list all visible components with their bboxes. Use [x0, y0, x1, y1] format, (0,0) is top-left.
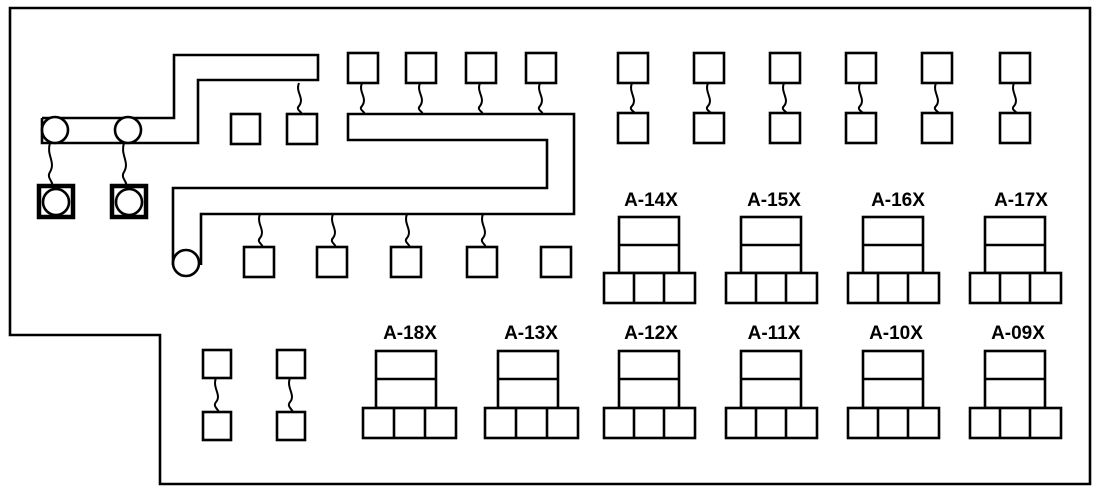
- circle-connector: [171, 248, 201, 278]
- relay-A-14X: A-14X: [602, 190, 697, 305]
- fuse: [404, 51, 438, 85]
- relay-A-11X: A-11X: [724, 323, 819, 440]
- fuse: [242, 245, 276, 279]
- fuse: [229, 112, 262, 146]
- relay-A-16X: A-16X: [846, 190, 941, 305]
- fuse: [768, 111, 802, 145]
- relay-label: A-17X: [994, 190, 1048, 211]
- relay-A-15X: A-15X: [724, 190, 819, 305]
- fuse: [768, 51, 802, 85]
- fuse: [275, 410, 307, 442]
- relay-label: A-15X: [747, 190, 801, 211]
- fuse: [616, 111, 650, 145]
- fuse: [692, 51, 726, 85]
- relay-A-17X: A-17X: [968, 190, 1063, 305]
- relay-A-09X: A-09X: [968, 323, 1063, 440]
- trace-paths: [40, 53, 576, 265]
- relay-label: A-16X: [871, 190, 925, 211]
- fuse: [346, 51, 380, 85]
- wires: [213, 82, 1018, 413]
- circle-connector: [114, 187, 144, 217]
- relay-A-13X: A-13X: [483, 323, 580, 440]
- relay-A-10X: A-10X: [846, 323, 941, 440]
- fuse: [998, 111, 1032, 145]
- fuse: [275, 348, 307, 380]
- fuse: [692, 111, 726, 145]
- circle-connector: [40, 115, 70, 145]
- relay-label: A-14X: [624, 190, 678, 211]
- relay-label: A-11X: [748, 323, 801, 344]
- fuse: [844, 111, 878, 145]
- relay-label: A-10X: [869, 323, 923, 344]
- fuse: [616, 51, 650, 85]
- circle-connector: [41, 187, 71, 217]
- circle-connectors: [36, 115, 201, 278]
- fuse: [998, 51, 1032, 85]
- fuse: [315, 245, 349, 279]
- relay-A-12X: A-12X: [602, 323, 697, 440]
- circle-connector: [113, 115, 143, 145]
- fuse: [465, 245, 499, 279]
- housing-outline: [8, 6, 1092, 486]
- fuse: [285, 112, 319, 146]
- fuse: [920, 51, 954, 85]
- relay-label: A-13X: [504, 323, 558, 344]
- fuse: [201, 348, 233, 380]
- fuse: [844, 51, 878, 85]
- fuse: [201, 410, 233, 442]
- relay-label: A-18X: [383, 323, 437, 344]
- relay-label: A-12X: [624, 323, 678, 344]
- fuse: [389, 245, 423, 279]
- fuse: [524, 51, 558, 85]
- fuse: [920, 111, 954, 145]
- relay-A-18X: A-18X: [361, 323, 458, 440]
- fuse-boxes: [201, 51, 1032, 442]
- fuse: [539, 245, 573, 279]
- relay-label: A-09X: [991, 323, 1045, 344]
- fuse: [464, 51, 498, 85]
